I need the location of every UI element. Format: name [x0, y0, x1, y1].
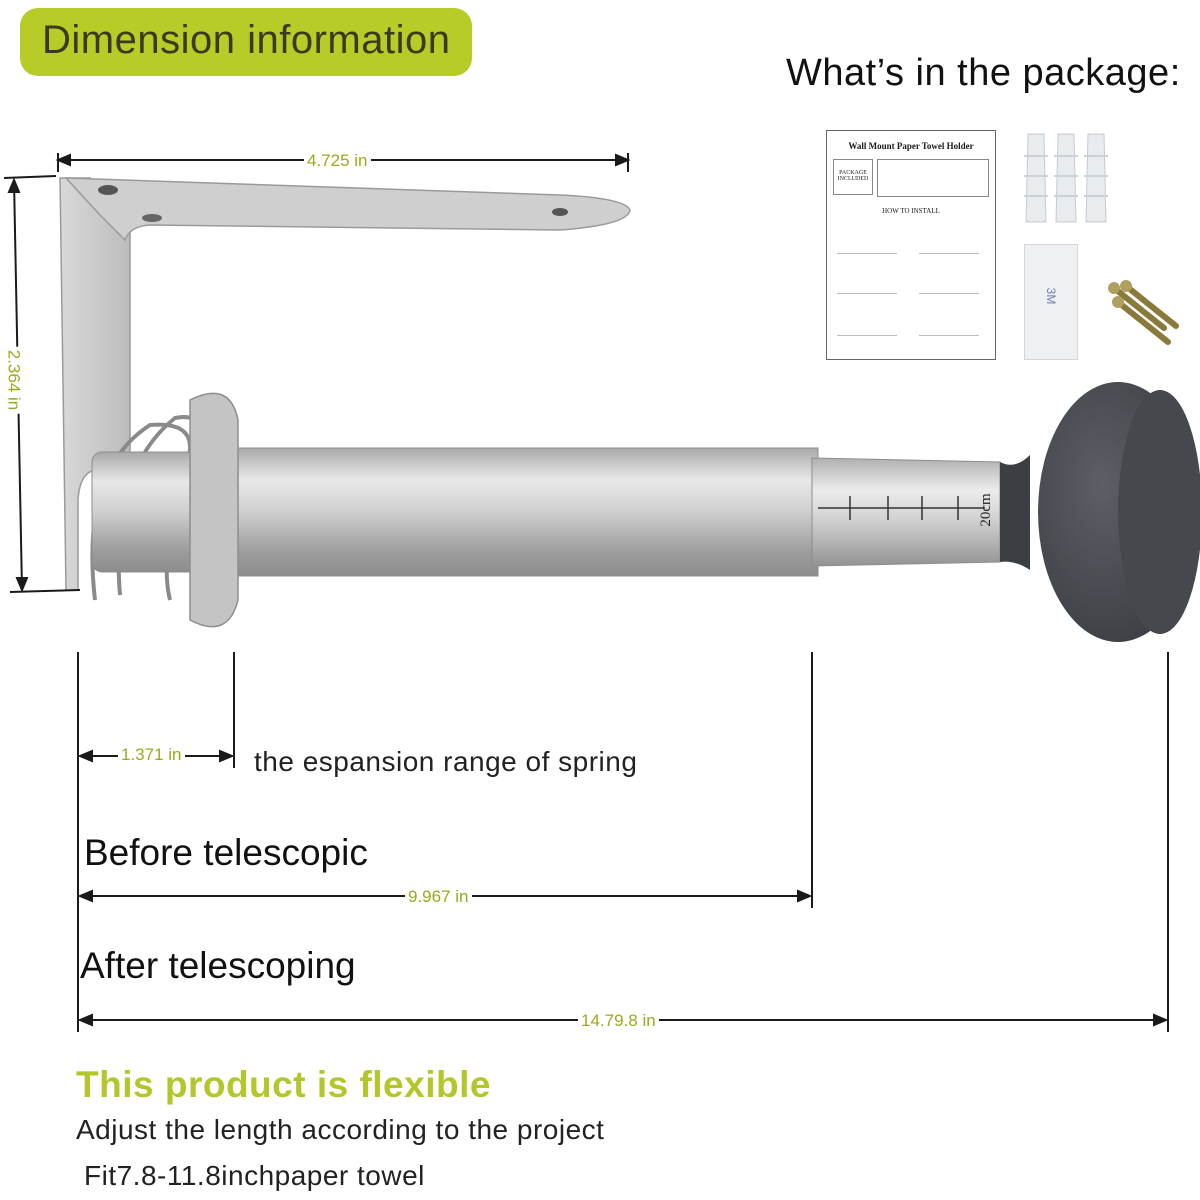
manual-step-2: [919, 223, 979, 254]
tape-label: 3M: [1044, 287, 1058, 305]
before-length-label: 9.967 in: [405, 887, 472, 907]
fit-note: Fit7.8-11.8inchpaper towel: [84, 1160, 425, 1191]
instruction-manual: Wall Mount Paper Towel Holder PACKAGE IN…: [826, 130, 996, 360]
adhesive-tape: 3M: [1024, 244, 1078, 360]
manual-title: Wall Mount Paper Towel Holder: [848, 141, 974, 151]
top-width-label: 4.725 in: [304, 151, 371, 171]
manual-step-6: [919, 305, 979, 336]
bracket-height-label: 2.364 in: [3, 346, 24, 414]
flange-disc: [189, 392, 239, 628]
manual-parts-box: [877, 159, 989, 197]
spring-note: the espansion range of spring: [254, 746, 638, 777]
wall-anchors: [1024, 133, 1108, 223]
dimension-badge-label: Dimension information: [42, 18, 451, 62]
end-knob: [1000, 382, 1200, 642]
manual-step-1: [837, 223, 897, 254]
dimension-badge: [20, 8, 472, 76]
wall-bracket: [59, 177, 631, 591]
after-caption: After telescoping: [80, 945, 356, 986]
after-length-label: 14.79.8 in: [578, 1011, 659, 1031]
flexible-title: This product is flexible: [76, 1064, 491, 1105]
rod-marking: 20cm: [978, 493, 994, 527]
manual-step-4: [919, 263, 979, 294]
before-caption: Before telescopic: [84, 832, 368, 873]
manual-how-to: HOW TO INSTALL: [882, 207, 940, 215]
manual-step-5: [837, 305, 897, 336]
package-title: What’s in the package:: [786, 52, 1181, 94]
manual-step-3: [837, 263, 897, 294]
manual-package-label: PACKAGE INCLUDED: [833, 159, 873, 195]
spring-range-label: 1.371 in: [118, 745, 185, 765]
screws: [1108, 280, 1179, 345]
adjust-note: Adjust the length according to the proje…: [76, 1114, 605, 1145]
